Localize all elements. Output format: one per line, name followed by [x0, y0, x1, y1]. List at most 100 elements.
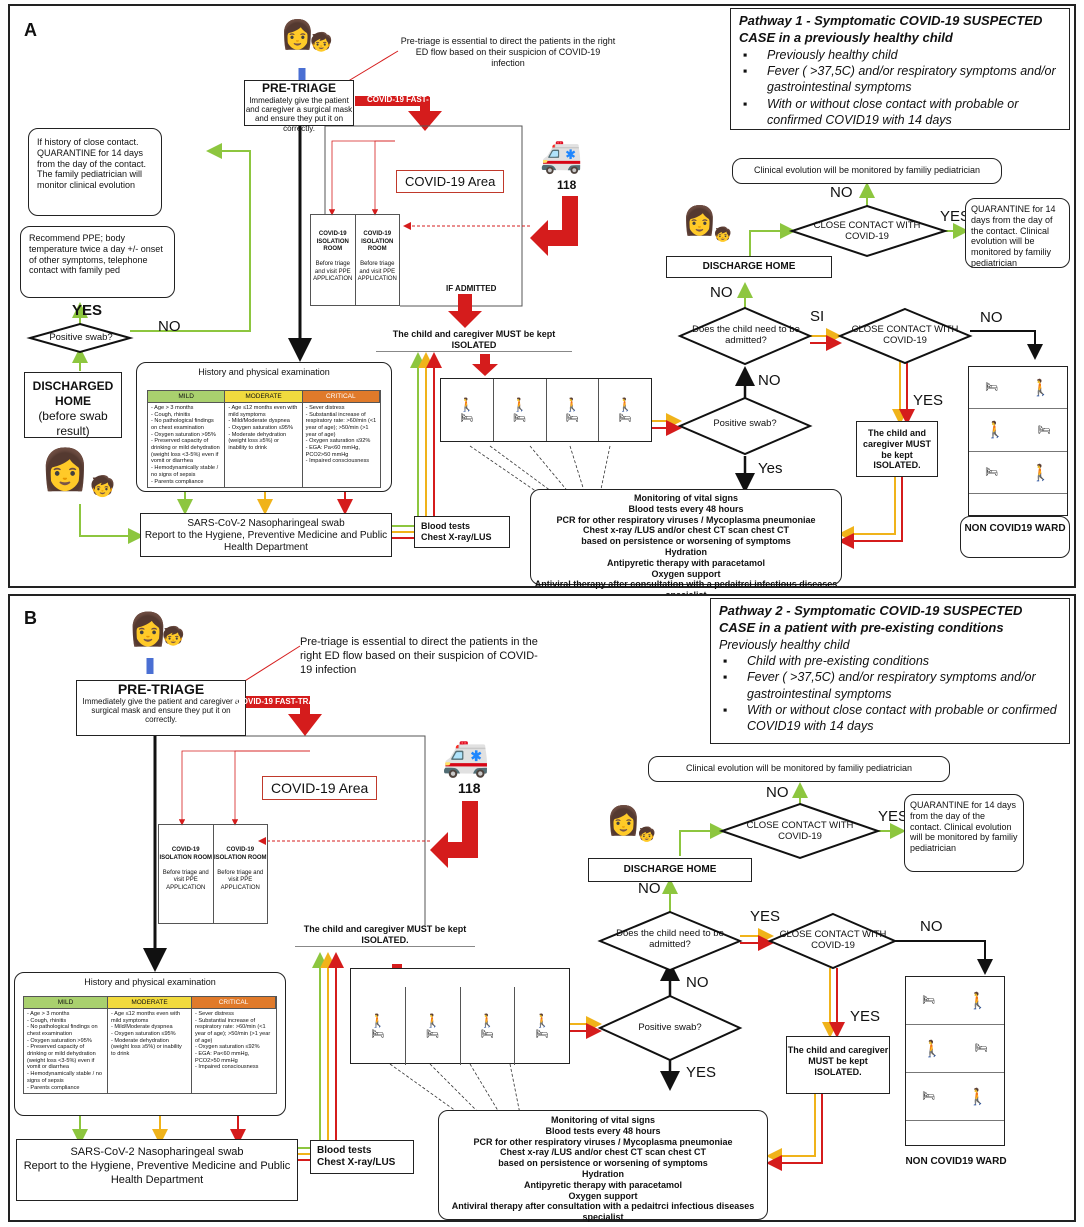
- no-label: NO: [158, 318, 181, 335]
- pretriage-title: PRE-TRIAGE: [261, 81, 336, 95]
- ward-label: NON COVID19 WARD: [905, 1156, 1007, 1167]
- history-title: History and physical examination: [84, 977, 216, 987]
- ward-block: 🛏🚶 🚶🛏 🛏🚶: [968, 366, 1068, 516]
- critical-column: Sever distressSubstantial increase of re…: [192, 1009, 276, 1093]
- yes-label: YES: [940, 208, 971, 225]
- bed-icon: 🛏: [371, 1028, 385, 1040]
- person-icon: 👩: [40, 448, 90, 492]
- if-admitted-arrow: [448, 294, 482, 328]
- person-icon: 🚶: [1030, 379, 1051, 397]
- person-icon: 🚶: [534, 1012, 551, 1028]
- yes-label: YES: [878, 808, 909, 825]
- ambulance-number: 118: [458, 780, 481, 796]
- discharge-home-box: DISCHARGE HOME: [588, 858, 752, 882]
- no-label: NO: [766, 784, 789, 801]
- bed-icon: 🛏: [426, 1028, 439, 1040]
- pretriage-note: Pre-triage is essential to direct the pa…: [400, 36, 616, 68]
- person-icon: 🚶: [1030, 464, 1051, 482]
- quarantine-box: QUARANTINE for 14 days from the day of t…: [904, 794, 1024, 872]
- pathway-item: Fever ( >37,5C) and/or respiratory sympt…: [747, 669, 1061, 702]
- family-monitor-box: Clinical evolution will be monitored by …: [648, 756, 950, 782]
- isolation-room-block: 🚶🛏 🚶🛏 🚶🛏 🚶🛏: [350, 968, 570, 1065]
- ward-label: NON COVID19 WARD: [960, 516, 1070, 558]
- pathway-list: Previously healthy child Fever ( >37,5C)…: [739, 47, 1061, 128]
- fast-track-label: COVID-19 FAST-TRACK: [367, 95, 457, 104]
- pathway-title: Pathway 1 - Symptomatic COVID-19 SUSPECT…: [739, 13, 1043, 45]
- room-cell: 🚶🛏: [494, 379, 547, 441]
- child-icon: 🧒: [162, 626, 185, 646]
- diamond-close-contact-1: [718, 802, 882, 860]
- bed-icon: 🛏: [985, 467, 999, 479]
- isolation-room-2: COVID-19 ISOLATION ROOM Before triage an…: [357, 231, 397, 282]
- person-icon: 🚶: [458, 396, 475, 412]
- pathway-item: Previously healthy child: [767, 47, 1061, 63]
- pathway-sub: Previously healthy child: [719, 637, 850, 652]
- person-icon: 👩: [682, 205, 717, 236]
- family-monitor-box: Clinical evolution will be monitored by …: [732, 158, 1002, 184]
- yes-label: Yes: [758, 460, 783, 477]
- pathway-box: Pathway 1 - Symptomatic COVID-19 SUSPECT…: [730, 8, 1070, 130]
- need-admitted-text: Does the child need to be admitted?: [616, 928, 724, 951]
- child-icon: 🧒: [310, 32, 333, 52]
- diamond-need-admitted: [677, 306, 813, 366]
- swab-text: Report to the Hygiene, Preventive Medici…: [23, 1159, 291, 1186]
- yes-label: YES: [850, 1008, 881, 1025]
- person-icon: 🚶: [985, 422, 1006, 440]
- close-contact-1-text: CLOSE CONTACT WITH COVID-19: [813, 220, 921, 243]
- person-icon: 🚶: [967, 1088, 988, 1106]
- diamond-positive-swab: [597, 994, 743, 1062]
- history-box: History and physical examination MILD MO…: [136, 362, 392, 492]
- room-cell: 🚶🛏: [515, 987, 569, 1065]
- pathway-item: Fever ( >37,5C) and/or respiratory sympt…: [767, 63, 1061, 96]
- mild-column: Age > 3 monthsCough, rhinitisNo patholog…: [148, 402, 226, 488]
- swab-title: SARS-CoV-2 Nasopharingeal swab: [187, 518, 345, 529]
- person-icon: 🚶: [564, 396, 581, 412]
- diamond-positive-swab-left: [26, 322, 134, 354]
- positive-swab-text-right: Positive swab?: [713, 418, 777, 429]
- fast-track-label: COVID-19 FAST-TRACK: [236, 697, 326, 706]
- bed-icon: 🛏: [922, 1091, 936, 1103]
- pathway-item: With or without close contact with proba…: [747, 702, 1061, 735]
- ambulance-icon: 🚑: [540, 137, 583, 175]
- child-icon: 🧒: [90, 476, 115, 498]
- ward-cell: 🛏🚶: [969, 452, 1067, 495]
- isolated-box-2: The child and caregiver MUST be kept ISO…: [856, 421, 938, 477]
- bed-icon: 🛏: [481, 1028, 494, 1040]
- history-box: History and physical examination MILD MO…: [14, 972, 286, 1116]
- panel-letter: A: [24, 20, 37, 40]
- if-admitted: IF ADMITTED: [446, 284, 497, 293]
- room-cell: 🚶🛏: [351, 987, 406, 1065]
- quarantine-note: If history of close contact. QUARANTINE …: [28, 128, 162, 216]
- child-icon: 🧒: [714, 226, 732, 242]
- bed-icon: 🛏: [618, 412, 632, 424]
- no-label: NO: [758, 372, 781, 389]
- pathway-item: Child with pre-existing conditions: [747, 653, 1061, 669]
- severity-table: MILD MODERATE CRITICAL Age > 3 monthsCou…: [23, 995, 277, 1095]
- critical-header: CRITICAL: [302, 390, 380, 403]
- yes-label: YES: [686, 1064, 717, 1081]
- ambulance-arrow: [430, 801, 478, 868]
- fast-track-arrow: [225, 696, 322, 736]
- diamond-close-contact-2: [767, 912, 898, 970]
- person-icon: 🚶: [369, 1012, 386, 1028]
- ward-cell: 🛏🚶: [906, 1073, 1004, 1122]
- ambulance-arrow: [530, 196, 578, 256]
- pretriage-text: Immediately give the patient and caregiv…: [245, 96, 353, 133]
- swab-title: SARS-CoV-2 Nasopharingeal swab: [70, 1146, 244, 1158]
- room-cell: 🚶🛏: [441, 379, 494, 441]
- close-contact-1-text: CLOSE CONTACT WITH COVID-19: [746, 820, 854, 843]
- isolated-banner: The child and caregiver MUST be kept ISO…: [376, 329, 572, 352]
- pretriage-box: PRE-TRIAGE Immediately give the patient …: [76, 680, 246, 736]
- ward-cell: 🛏🚶: [906, 977, 1004, 1026]
- diamond-positive-swab: [677, 396, 813, 456]
- critical-header: CRITICAL: [192, 996, 276, 1009]
- person-icon: 👩: [128, 611, 168, 647]
- bed-icon: 🛏: [985, 382, 999, 394]
- bed-icon: 🛏: [922, 995, 936, 1007]
- fast-track-arrow: [355, 96, 442, 131]
- child-icon: 🧒: [638, 826, 656, 842]
- yes-label: YES: [72, 302, 103, 319]
- positive-swab-text: Positive swab?: [49, 332, 113, 343]
- isolation-room-2: COVID-19 ISOLATION ROOM Before triage an…: [213, 847, 267, 891]
